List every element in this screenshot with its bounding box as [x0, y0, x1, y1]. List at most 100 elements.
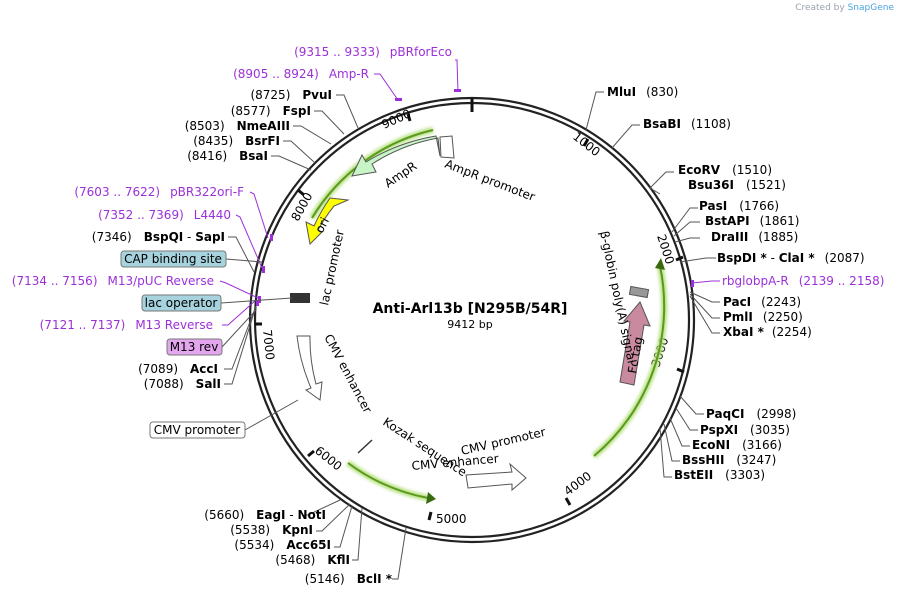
primer-label: (7352 .. 7369)L4440 — [98, 208, 231, 222]
enzyme-name: EcoNI — [692, 438, 730, 452]
enzyme-label: (7089) AccI — [138, 362, 218, 376]
enzyme-name: DraIII — [711, 230, 748, 244]
enzyme-name: BsaI — [239, 149, 268, 163]
enzyme-label: PacI (2243) — [723, 295, 801, 309]
primer-range: (8905 .. 8924) — [233, 67, 319, 81]
enzyme-position: (7346) — [92, 230, 132, 244]
enzyme-position: (5538) — [230, 523, 270, 537]
enzyme-separator: - — [767, 251, 779, 265]
snapgene-brand: Created by SnapGene — [795, 3, 894, 13]
enzyme-position: (2243) — [761, 295, 801, 309]
enzyme-position: (3303) — [725, 468, 765, 482]
enzyme-name: BclI * — [357, 572, 393, 586]
enzyme-name: KflI — [327, 553, 350, 567]
amp-r-promoter-label: AmpR promoter — [443, 157, 537, 204]
enzyme-label: EcoNI(3166) — [692, 438, 782, 452]
cmv-enhancer-arrow — [296, 335, 323, 401]
primer-label: (7121 .. 7137)M13 Reverse — [40, 318, 213, 332]
primer-label: (7134 .. 7156)M13/pUC Reverse — [12, 274, 214, 288]
primer-markers — [256, 89, 694, 306]
enzyme-label: (5468) KflI — [275, 553, 350, 567]
enzyme-position: (1766) — [739, 199, 779, 213]
ori-label: ori — [312, 215, 332, 235]
cmv-enhancer-left-label: CMV enhancer — [321, 332, 374, 416]
enzyme-name: SalI — [196, 377, 221, 391]
primer-range: (7603 .. 7622) — [74, 185, 160, 199]
enzyme-name: XbaI * — [723, 325, 765, 339]
lac-operator-marker — [290, 293, 310, 303]
ori-feature-arrow — [305, 197, 350, 246]
enzyme-name: BspQI — [144, 230, 184, 244]
enzyme-name: PacI — [723, 295, 751, 309]
enzyme-name: PaqCI — [706, 407, 744, 421]
tick-label-8000: 8000 — [288, 190, 315, 224]
enzyme-label: PaqCI(2998) — [706, 407, 796, 421]
enzyme-name: BsaBI — [643, 117, 681, 131]
tick-label-1000: 1000 — [570, 129, 603, 159]
enzyme-label: DraIII(1885) — [711, 230, 798, 244]
cmv-promoter-arrow — [465, 462, 527, 492]
enzyme-position: (5468) — [275, 553, 315, 567]
enzyme-label: PspXI(3035) — [700, 423, 790, 437]
enzyme-label: (8577)FspI — [231, 104, 311, 118]
enzyme-position: (2254) — [772, 325, 812, 339]
plasmid-length: 9412 bp — [447, 318, 492, 331]
amp-r-promoter-arrow — [439, 135, 455, 159]
enzyme-name: Bsu36I — [688, 178, 734, 192]
enzyme-name: FspI — [283, 104, 311, 118]
lac-operator-label: lac operator — [145, 296, 218, 310]
enzyme-separator: - — [286, 508, 298, 522]
enzyme-position: (830) — [646, 85, 678, 99]
enzyme-name: MluI — [607, 85, 636, 99]
enzyme-label: (8725) PvuI — [250, 88, 332, 102]
primer-range: (7352 .. 7369) — [98, 208, 184, 222]
enzyme-name: BstAPI — [705, 214, 750, 228]
enzyme-position: (5534) — [234, 538, 274, 552]
primer-label: (7603 .. 7622)pBR322ori-F — [74, 185, 244, 199]
cmv-promoter-box-label: CMV promoter — [154, 423, 241, 437]
enzyme-position: (2250) — [763, 310, 803, 324]
enzyme-label: (8416) BsaI — [187, 149, 268, 163]
enzyme-label: (5146) BclI * — [305, 572, 393, 586]
enzyme-position: (1521) — [746, 178, 786, 192]
primer-label: rbglobpA-R(2139 .. 2158) — [722, 274, 884, 288]
enzyme-name: Acc65I — [286, 538, 331, 552]
enzyme-position: (7088) — [144, 377, 184, 391]
enzyme-name-2: SapI — [195, 230, 225, 244]
enzyme-position: (7089) — [138, 362, 178, 376]
enzyme-label: MluI (830) — [607, 85, 678, 99]
primer-label: (8905 .. 8924) Amp-R — [233, 67, 369, 81]
m13-rev-box: M13 rev — [166, 338, 223, 356]
enzyme-name: PasI — [699, 199, 727, 213]
enzyme-position: (8725) — [250, 88, 290, 102]
cmv-promoter-box: CMV promoter — [149, 421, 246, 439]
enzyme-name: PvuI — [302, 88, 332, 102]
enzyme-position: (5146) — [305, 572, 345, 586]
tick-label-4000: 4000 — [561, 469, 594, 499]
primer-name: pBRforEco — [390, 45, 452, 59]
enzyme-label: BspDI * - ClaI *(2087) — [717, 251, 865, 265]
created-by-label: Created by — [795, 3, 845, 13]
enzyme-position: (8503) — [185, 119, 225, 133]
rbglobpa-marker — [628, 285, 650, 299]
lac-operator-box: lac operator — [141, 294, 222, 312]
enzyme-position: (1510) — [732, 163, 772, 177]
enzyme-label: PmlI(2250) — [723, 310, 803, 324]
kozak-marker — [357, 439, 373, 454]
fc-tag-arrow — [619, 301, 651, 386]
enzyme-position: (8416) — [187, 149, 227, 163]
enzyme-name: NmeAIII — [237, 119, 290, 133]
primer-leader-lines — [219, 59, 720, 326]
primer-name: Amp-R — [329, 67, 369, 81]
plasmid-name: Anti-Arl13b [N295B/54R] — [373, 301, 568, 317]
cap-binding-site-label: CAP binding site — [124, 252, 222, 266]
cap-binding-site-box: CAP binding site — [120, 250, 227, 268]
enzyme-label: (8503) NmeAIII — [185, 119, 290, 133]
enzyme-label: (5534) Acc65I — [234, 538, 331, 552]
enzyme-name: AccI — [190, 362, 218, 376]
enzyme-name: KpnI — [282, 523, 313, 537]
boxed-feature-leaders — [220, 258, 299, 431]
lac-promoter-label: lac promoter — [317, 229, 347, 307]
enzyme-label: (8435)BsrFI — [193, 134, 280, 148]
enzyme-name: BssHII — [682, 453, 724, 467]
